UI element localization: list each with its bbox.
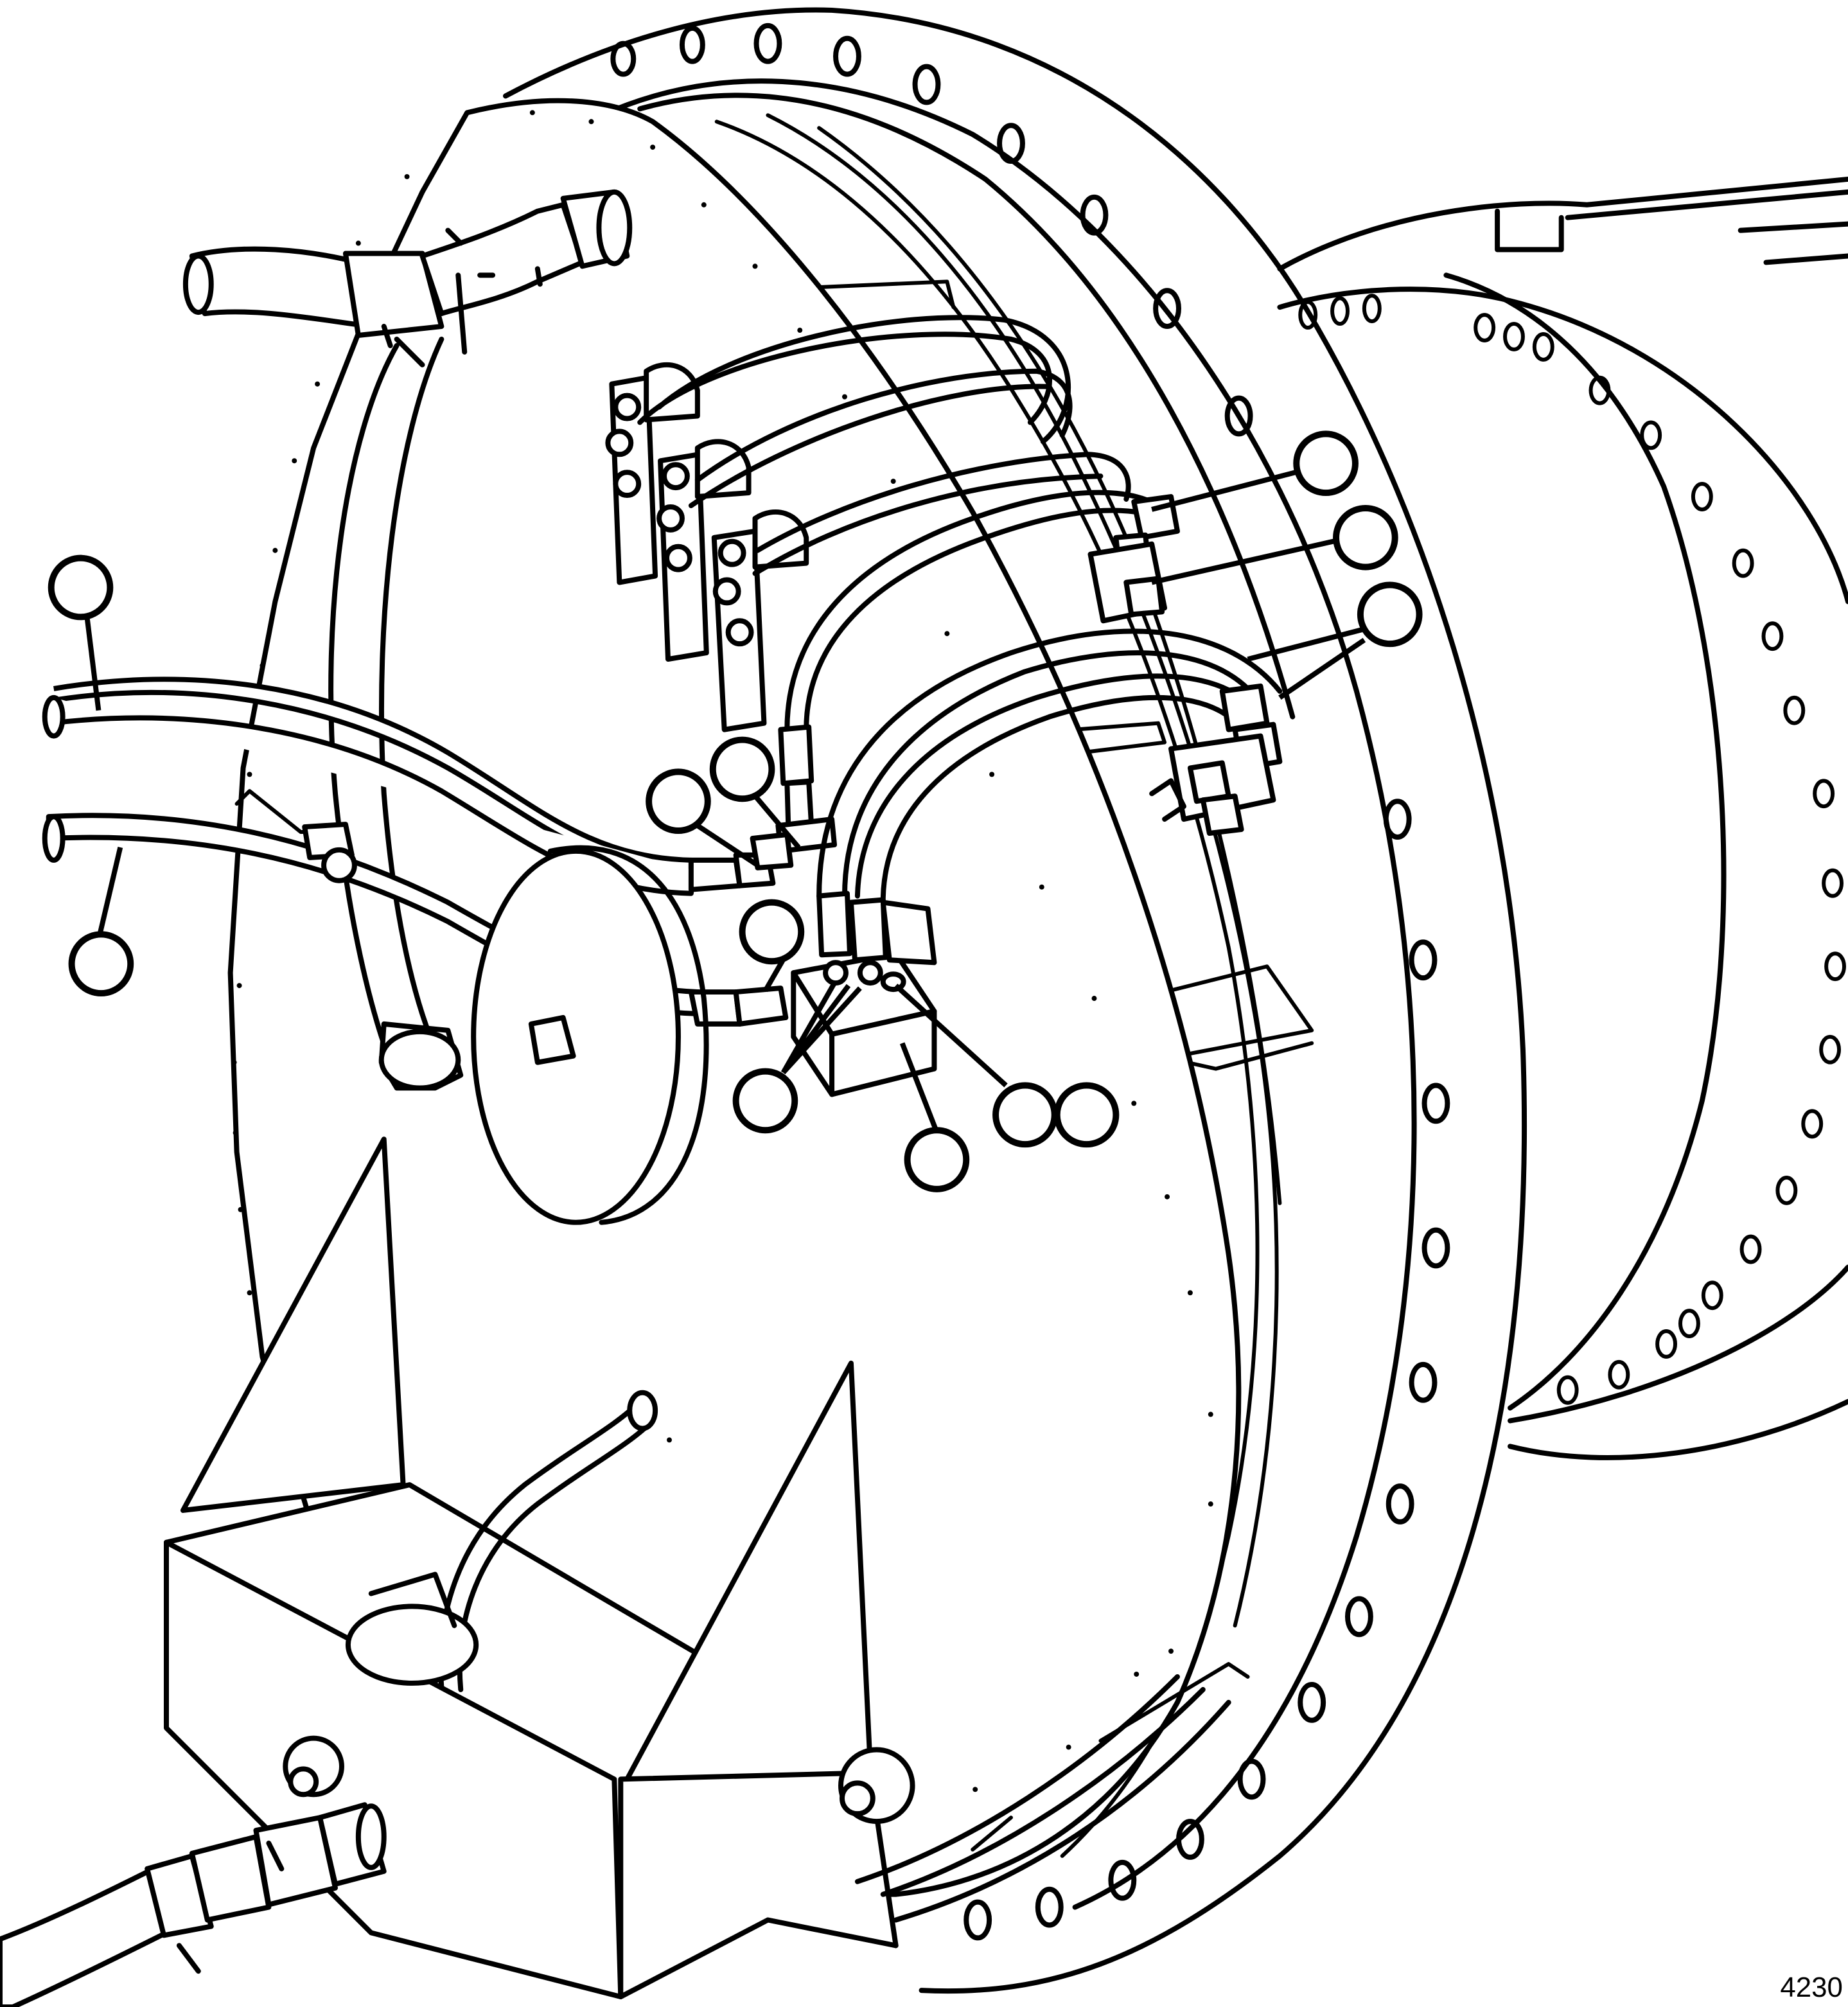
callout-5-circle [739, 899, 805, 965]
callout-9-circle [1053, 1082, 1120, 1148]
terminal-strips [605, 362, 809, 732]
callout-11-circle [1333, 504, 1398, 570]
callout-7-circle [904, 1127, 970, 1192]
valve-block [791, 890, 937, 1097]
face-plate-rivets [231, 110, 1213, 1792]
bottom-tray [164, 1136, 915, 2000]
strip-bolts [605, 393, 754, 647]
drum-bolt-holes [1298, 294, 1847, 1405]
lower-ring-sheets [854, 1662, 1250, 1923]
callout-circles [48, 430, 1423, 1192]
callout-1-circle [48, 554, 114, 621]
callout-2-circle [68, 931, 134, 997]
callout-3-circle [646, 768, 711, 835]
callout-4-circle [709, 736, 775, 802]
drum-housing [1277, 176, 1848, 1460]
bottom-hose-assembly [0, 1802, 387, 2007]
center-disc [471, 845, 709, 1225]
callout-10-circle [1293, 430, 1359, 497]
flange-bolt-holes [610, 22, 1450, 1941]
flange-ring [503, 7, 1527, 1994]
callout-6-circle [732, 1068, 798, 1134]
callout-12-circle [1357, 581, 1423, 648]
right-hose-pair [816, 628, 1283, 905]
callout-leaders [84, 466, 1366, 1130]
figure-id-label: 4230 [1780, 1972, 1843, 2003]
callout-8-circle [992, 1082, 1058, 1148]
top-hose-assembly [182, 189, 633, 367]
upper-hydraulic-lines [637, 315, 1180, 732]
vertical-pipe [328, 336, 464, 1091]
